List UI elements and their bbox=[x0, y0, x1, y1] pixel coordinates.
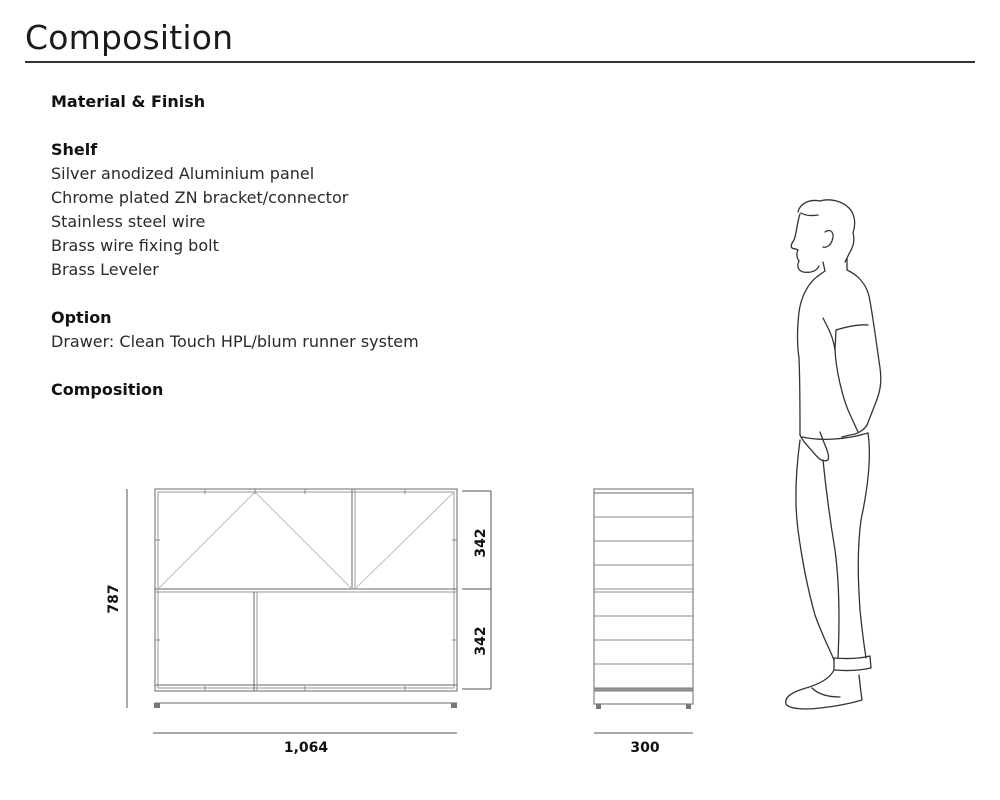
human-scale-figure bbox=[785, 199, 882, 710]
page-title: Composition bbox=[25, 18, 234, 57]
side-outer-frame bbox=[593, 488, 694, 705]
depth-dimension-label: 300 bbox=[630, 740, 659, 756]
title-divider bbox=[25, 61, 975, 63]
side-panel-lines bbox=[594, 516, 693, 665]
leveler bbox=[686, 704, 691, 709]
material-heading: Material & Finish bbox=[51, 92, 206, 111]
front-elevation bbox=[154, 488, 458, 708]
connector-marks bbox=[155, 489, 457, 691]
bracing-wires bbox=[157, 491, 455, 590]
side-elevation bbox=[593, 488, 694, 734]
shelf-item: Silver anodized Aluminium panel bbox=[51, 164, 315, 183]
option-item: Drawer: Clean Touch HPL/blum runner syst… bbox=[51, 332, 419, 351]
composition-heading: Composition bbox=[51, 380, 164, 399]
shelf-item: Brass Leveler bbox=[51, 260, 159, 279]
front-outer-frame bbox=[154, 488, 458, 692]
width-dimension-label: 1,064 bbox=[284, 740, 329, 756]
leveler bbox=[451, 703, 457, 708]
height-dimension-label: 787 bbox=[106, 584, 122, 613]
section-dimension-label: 342 bbox=[473, 528, 489, 557]
section-dimension-label: 342 bbox=[473, 626, 489, 655]
shelf-item: Chrome plated ZN bracket/connector bbox=[51, 188, 349, 207]
leveler bbox=[154, 703, 160, 708]
option-heading: Option bbox=[51, 308, 112, 327]
leveler bbox=[596, 704, 601, 709]
shelf-item: Brass wire fixing bolt bbox=[51, 236, 219, 255]
spec-section: Material & Finish Shelf Silver anodized … bbox=[51, 90, 419, 402]
shelf-item: Stainless steel wire bbox=[51, 212, 206, 231]
front-dimensions bbox=[126, 489, 492, 734]
side-bottom-rail bbox=[593, 687, 694, 692]
shelf-heading: Shelf bbox=[51, 140, 98, 159]
front-inner-frame bbox=[157, 491, 455, 689]
